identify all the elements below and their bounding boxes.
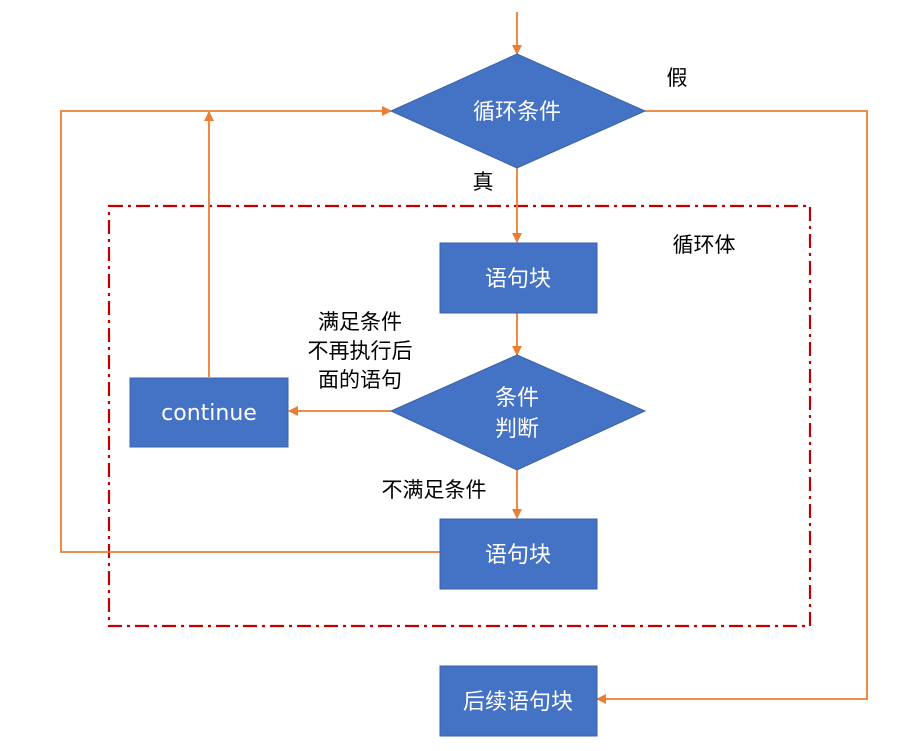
continue-box [129,377,289,448]
condition-check-label-line2: 判断 [495,417,539,442]
loop-condition-diamond [389,53,647,169]
loop-body-frame [107,204,812,628]
following-block-label: 后续语句块 [463,690,573,715]
condition-check-label-line1: 条件 [495,386,539,411]
statement-block-1 [439,242,598,314]
continue-box-label: continue [161,401,257,426]
statement-block-2 [439,518,598,590]
satisfied-label-line3: 面的语句 [318,368,402,392]
false-exit-arrow [596,110,868,704]
statement-block-1-label: 语句块 [485,267,551,292]
loop-back-arrow [60,106,440,553]
following-block [439,665,598,737]
condition-check-diamond [389,354,647,471]
loop-condition-label: 循环条件 [473,100,561,125]
statement-block-2-label: 语句块 [485,543,551,568]
satisfied-label-line1: 满足条件 [318,310,402,334]
loop-body-label: 循环体 [673,233,736,257]
true-label: 真 [473,170,494,194]
satisfied-label-line2: 不再执行后 [308,339,413,363]
false-label: 假 [667,66,688,90]
not-satisfied-label: 不满足条件 [382,478,487,502]
